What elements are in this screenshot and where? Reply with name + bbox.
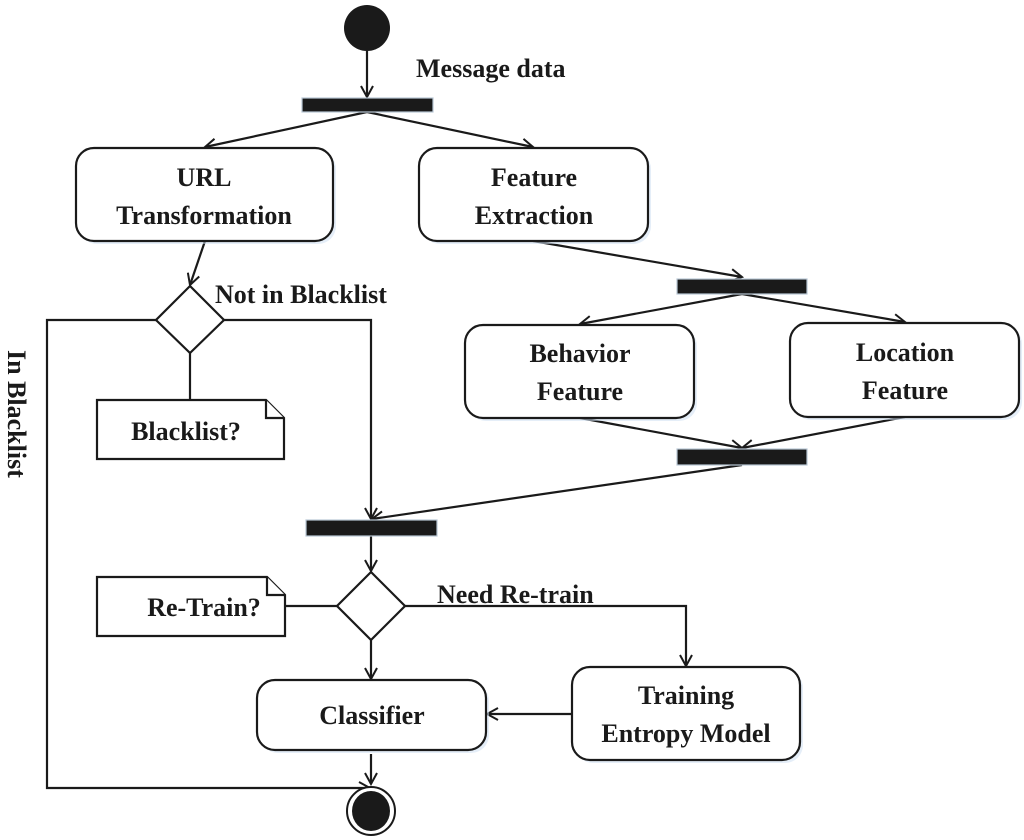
note-blacklist: Blacklist? (95, 398, 286, 461)
fork-bar-message (301, 97, 434, 113)
initial-node (344, 5, 390, 51)
feature-extraction-line1: Feature (491, 163, 577, 192)
node-location-feature: Location Feature (788, 321, 1022, 420)
url-transformation-line2: Transformation (116, 201, 292, 230)
node-url-transformation: URL Transformation (74, 146, 336, 244)
edge-feature-extraction-to-fork (532, 239, 742, 277)
final-node (346, 786, 396, 836)
node-classifier: Classifier (255, 678, 489, 753)
blacklist-decision-diamond (154, 284, 226, 355)
edge-url-to-blacklist-decision (190, 240, 207, 285)
edge-fork-to-feature-extraction (366, 110, 533, 147)
retrain-note-text: Re-Train? (147, 593, 261, 622)
join-bar-main (305, 519, 438, 537)
start-label: Message data (416, 54, 565, 83)
edge-need-retrain (405, 604, 686, 666)
edge-in-blacklist (45, 318, 370, 788)
feature-extraction-line2: Extraction (475, 201, 594, 230)
guard-not-in-blacklist: Not in Blacklist (215, 280, 387, 309)
blacklist-note-text: Blacklist? (131, 417, 241, 446)
url-transformation-line1: URL (177, 163, 232, 192)
guard-need-retrain: Need Re-train (437, 580, 594, 609)
edge-behavior-to-join (579, 416, 742, 448)
edge-fork-to-behavior-feature (580, 292, 743, 324)
training-entropy-model-line2: Entropy Model (601, 719, 770, 748)
edge-not-in-blacklist (224, 318, 371, 519)
node-behavior-feature: Behavior Feature (463, 323, 697, 421)
training-entropy-model-line1: Training (638, 681, 734, 710)
location-feature-line1: Location (856, 338, 955, 367)
behavior-feature-line1: Behavior (529, 339, 630, 368)
node-feature-extraction: Feature Extraction (417, 146, 651, 244)
edge-feature-join-to-main-join (372, 463, 743, 519)
fork-bar-features (676, 278, 808, 295)
guard-in-blacklist: In Blacklist (2, 350, 31, 478)
retrain-decision-diamond (335, 570, 407, 642)
note-retrain: Re-Train? (95, 575, 287, 638)
behavior-feature-line2: Feature (537, 377, 623, 406)
edge-fork-to-location-feature (741, 292, 905, 322)
node-training-entropy-model: Training Entropy Model (570, 665, 803, 763)
join-bar-features (676, 448, 808, 466)
edge-location-to-join (742, 415, 906, 448)
location-feature-line2: Feature (862, 376, 948, 405)
edge-fork-to-url-transformation (205, 110, 368, 147)
edges (45, 51, 906, 788)
classifier-label: Classifier (319, 701, 424, 730)
